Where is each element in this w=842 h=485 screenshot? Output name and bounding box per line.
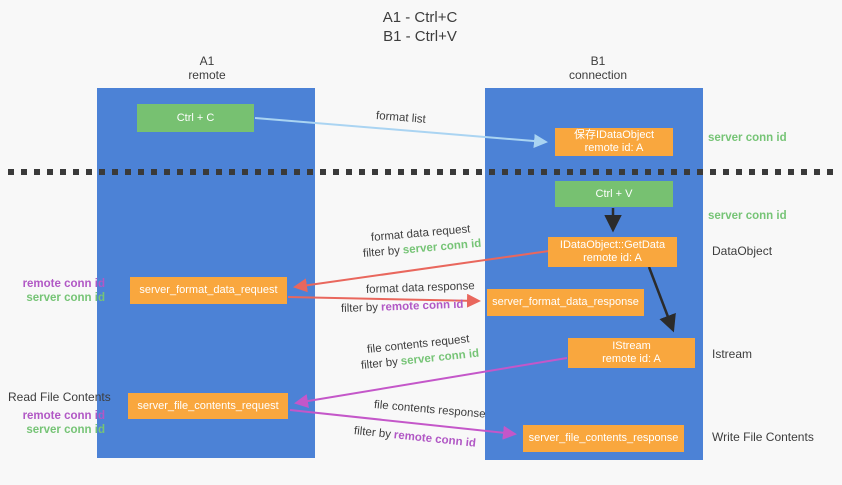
arrow-file-contents-response [289, 409, 517, 440]
title-line-b: B1 - Ctrl+V [383, 28, 457, 45]
node-istream: IStream remote id: A [568, 338, 695, 368]
arrow-format-data-response [287, 293, 481, 308]
label-read-file-contents: Read File Contents [8, 390, 111, 404]
node-file-request-label: server_file_contents_request [137, 399, 279, 412]
node-save-idataobject-line1: 保存IDataObject [573, 129, 655, 141]
node-save-idataobject-line2: remote id: A [584, 142, 644, 154]
node-getdata-line2: remote id: A [583, 252, 642, 264]
node-save-idataobject: 保存IDataObject remote id: A [555, 128, 673, 156]
label-dataobject: DataObject [712, 244, 773, 258]
node-istream-line1: IStream [612, 340, 651, 352]
label-conn-id-pair-bottom: remote conn id server conn id [5, 409, 105, 437]
node-getdata-line1: IDataObject::GetData [559, 239, 666, 251]
column-a-subtitle: remote [188, 68, 226, 82]
node-server-format-data-request: server_format_data_request [130, 277, 287, 304]
label-server-conn-id-right-top: server conn id [708, 132, 787, 144]
node-format-response-label: server_format_data_response [492, 296, 639, 308]
label-conn-id-pair-top: remote conn id server conn id [5, 277, 105, 305]
server-conn-id-text: server conn id [26, 292, 105, 304]
node-ctrl-v-label: Ctrl + V [595, 187, 633, 200]
arrow-format-data-request [293, 250, 550, 293]
node-file-response-label: server_file_contents_response [528, 432, 679, 444]
node-server-format-data-response: server_format_data_response [487, 289, 644, 316]
column-b-header: B1 connection [538, 54, 658, 82]
node-ctrl-c: Ctrl + C [137, 104, 254, 132]
column-b-name: B1 [590, 54, 606, 68]
remote-conn-id-text: remote conn id [22, 278, 105, 290]
node-istream-line2: remote id: A [602, 353, 661, 365]
session-divider-dashed-line [8, 169, 836, 175]
label-istream-side: Istream [712, 347, 753, 361]
node-ctrl-v: Ctrl + V [555, 181, 673, 207]
column-a-name: A1 [199, 54, 215, 68]
remote-conn-id-text: remote conn id [22, 410, 105, 422]
label-write-file-contents: Write File Contents [712, 430, 814, 444]
diagram-title: A1 - Ctrl+C B1 - Ctrl+V [300, 8, 540, 46]
node-idataobject-getdata: IDataObject::GetData remote id: A [548, 237, 677, 267]
arrow-format-list [254, 117, 548, 148]
arrow-file-contents-request [294, 357, 568, 408]
node-server-file-contents-request: server_file_contents_request [128, 393, 288, 419]
filter-by-text: filter by [340, 301, 379, 315]
server-conn-id-text: server conn id [26, 424, 105, 436]
title-line-a: A1 - Ctrl+C [382, 9, 458, 26]
column-b-subtitle: connection [568, 68, 628, 82]
node-format-request-label: server_format_data_request [139, 284, 278, 296]
column-a-header: A1 remote [147, 54, 267, 82]
arrow-getdata-to-istream [647, 266, 676, 333]
label-server-conn-id-right-mid: server conn id [708, 210, 787, 222]
node-server-file-contents-response: server_file_contents_response [523, 425, 684, 452]
node-ctrl-c-label: Ctrl + C [176, 111, 215, 124]
